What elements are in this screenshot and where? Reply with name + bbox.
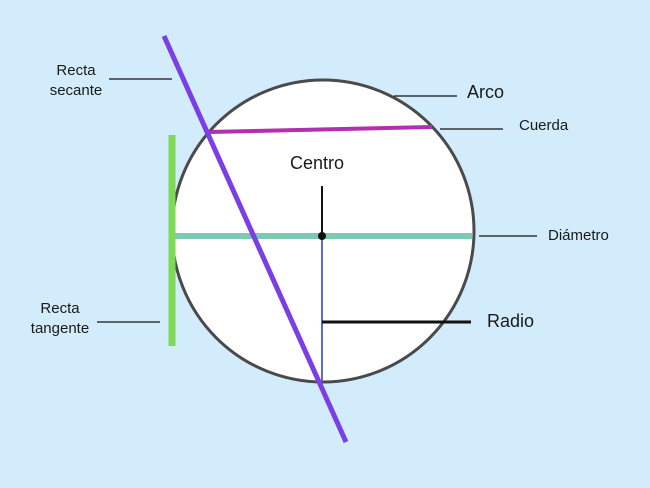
arco-label: Arco <box>467 82 505 102</box>
tangente-label-line1: Recta <box>40 300 80 317</box>
centro-label: Centro <box>290 153 345 173</box>
tangente-label: Recta tangente <box>22 299 98 338</box>
tangente-label-line2: tangente <box>30 319 90 337</box>
secant-line <box>161 34 349 444</box>
secante-label-line1: Recta <box>56 62 96 79</box>
radio-label: Radio <box>487 311 535 331</box>
diametro-label: Diámetro <box>548 227 609 244</box>
cuerda-label: Cuerda <box>519 117 569 134</box>
secante-label: Recta secante <box>46 61 106 100</box>
chord-line <box>207 125 433 134</box>
secante-label-line2: secante <box>49 81 103 99</box>
center-point <box>318 232 326 240</box>
